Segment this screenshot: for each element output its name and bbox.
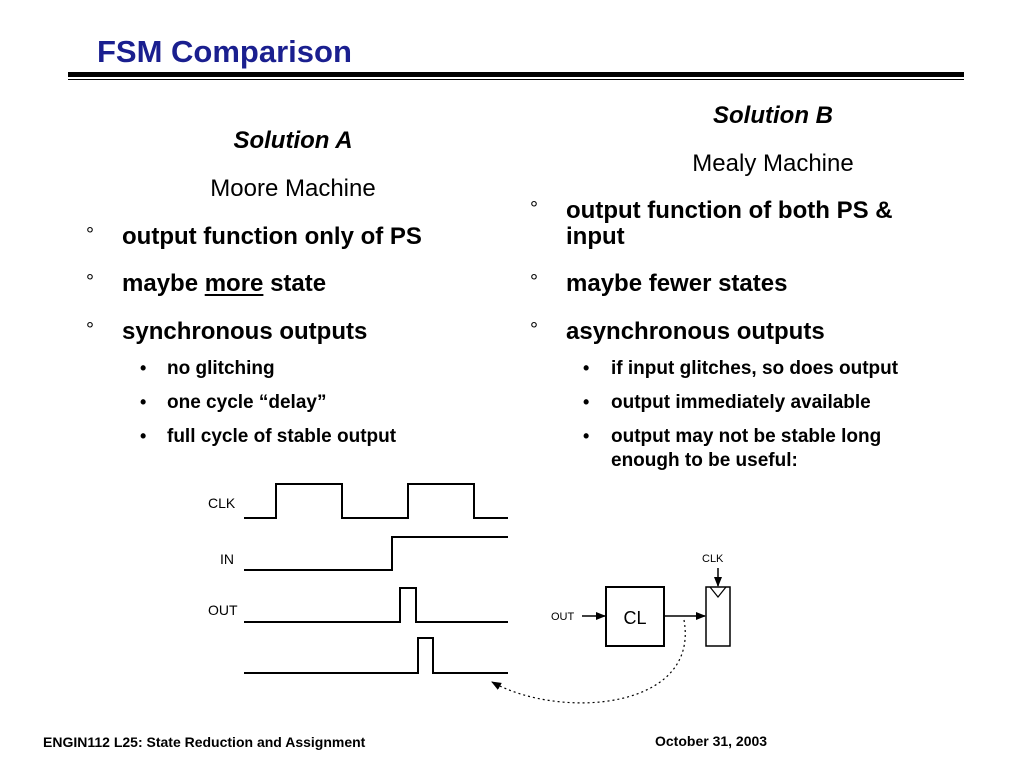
solution-a-bullet-symbol: ° (86, 319, 94, 341)
solution-a-bullet-1: output function only of PS (122, 223, 422, 250)
cl-block-label: CL (623, 608, 646, 628)
register-block (705, 586, 731, 647)
solution-a-heading: Solution A (233, 127, 353, 154)
cl-block (605, 586, 665, 647)
bullet-line: enough to be useful: (611, 450, 798, 471)
bullet-line: output may not be stable long (611, 426, 882, 447)
dotted-reference-arrow (491, 619, 686, 704)
solution-b-bullet-1: output function of both PS & input (566, 198, 893, 250)
clk-signal-label: CLK (208, 495, 236, 511)
solution-b-sub-bullet-symbol: • (583, 392, 590, 412)
solution-a-sub-bullet-1: no glitching (167, 358, 275, 379)
circuit-out-label: OUT (551, 611, 575, 623)
solution-a-bullet-symbol: ° (86, 271, 94, 293)
solution-a-sub-bullet-symbol: • (140, 392, 147, 412)
register-clock-triangle (709, 586, 727, 598)
bullet-text: maybe (122, 270, 205, 297)
solution-a-bullet-2: maybe more state (122, 271, 326, 297)
solution-b-bullet-symbol: ° (530, 198, 538, 220)
solution-b-bullet-symbol: ° (530, 319, 538, 341)
solution-b-sub-bullet-symbol: • (583, 358, 590, 378)
solution-a-bullet-3: synchronous outputs (122, 318, 368, 345)
clk-waveform (244, 483, 508, 519)
emphasis-underlined: more (204, 270, 264, 297)
solution-b-subheading: Mealy Machine (692, 150, 854, 177)
solution-b-bullet-2: maybe fewer states (566, 270, 788, 297)
solution-a-sub-bullet-2: one cycle “delay” (167, 392, 327, 413)
solution-b-sub-bullet-2: output immediately available (611, 392, 871, 413)
bullet-line: output function of both PS & (566, 197, 893, 224)
in-signal-label: IN (220, 551, 234, 567)
solution-b-heading: Solution B (713, 102, 833, 129)
bullet-line: input (566, 223, 625, 250)
title-rule-thick (68, 72, 964, 77)
title-rule-thin (68, 79, 964, 80)
in-waveform (244, 536, 508, 571)
solution-b-bullet-3: asynchronous outputs (566, 318, 825, 345)
footer-course: ENGIN112 L25: State Reduction and Assign… (43, 734, 366, 750)
solution-a-sub-bullet-3: full cycle of stable output (167, 426, 397, 447)
solution-b-sub-bullet-1: if input glitches, so does output (611, 358, 899, 379)
solution-a-subheading: Moore Machine (210, 175, 376, 202)
solution-b-sub-bullet-symbol: • (583, 426, 590, 446)
solution-b-sub-bullet-3: output may not be stable long enough to … (611, 425, 881, 473)
out-signal-label: OUT (208, 602, 238, 618)
bullet-text: state (263, 270, 327, 297)
solution-a-sub-bullet-symbol: • (140, 358, 147, 378)
slide-title: FSM Comparison (97, 34, 352, 69)
circuit-clk-label: CLK (702, 553, 724, 565)
out-waveform (244, 587, 508, 623)
registered-out-waveform (244, 637, 508, 674)
solution-a-sub-bullet-symbol: • (140, 426, 147, 446)
solution-a-bullet-symbol: ° (86, 224, 94, 246)
footer-date: October 31, 2003 (655, 733, 768, 749)
solution-b-bullet-symbol: ° (530, 271, 538, 293)
